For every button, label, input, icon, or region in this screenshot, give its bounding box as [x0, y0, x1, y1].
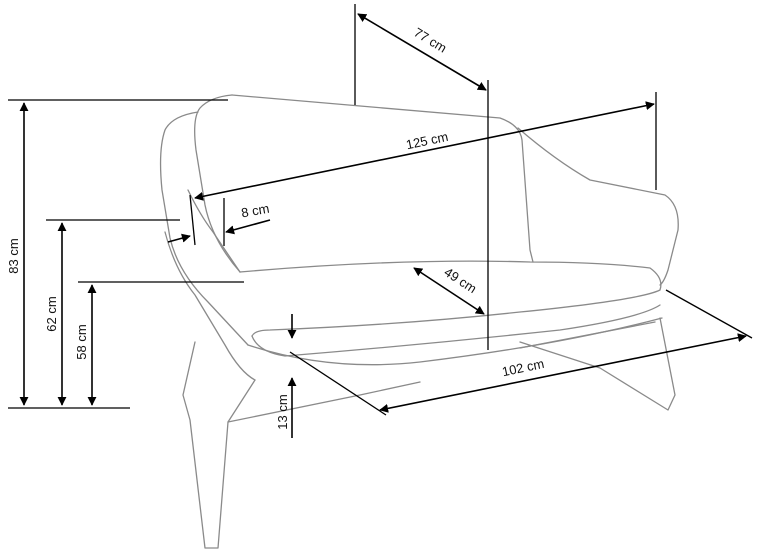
depth-arrow: [357, 13, 487, 91]
seat-height-label: 58 cm: [74, 324, 89, 359]
height-label: 83 cm: [6, 238, 21, 273]
left-armrest-inner: [187, 189, 241, 273]
sofa-outline: [159, 94, 679, 549]
dimension-arrows: [19, 13, 747, 438]
base-width-label: 102 cm: [501, 356, 546, 380]
clearance-label: 13 cm: [275, 394, 290, 429]
armrest-label: 8 cm: [240, 201, 270, 221]
dimension-labels: 77 cm 125 cm 8 cm 83 cm 62 cm 58 cm 49 c…: [6, 25, 545, 430]
base-width-arrow: [379, 333, 747, 413]
armrest-arrow-right: [225, 219, 271, 235]
depth-label: 77 cm: [411, 25, 449, 56]
armrest-arrow-left: [167, 233, 191, 243]
seat-depth-label: 49 cm: [442, 264, 480, 296]
backrest: [194, 94, 241, 273]
seat-depth-arrow: [413, 267, 485, 315]
width-label: 125 cm: [405, 129, 450, 153]
seat-cushion: [239, 260, 662, 337]
left-rail: [227, 381, 421, 423]
width-arrow: [194, 101, 655, 201]
left-shell: [164, 231, 256, 381]
seat-front: [251, 304, 661, 357]
left-armrest: [159, 111, 249, 346]
arm-height-label: 62 cm: [44, 296, 59, 331]
extension-lines: [8, 4, 753, 416]
left-leg-frame: [182, 341, 256, 549]
